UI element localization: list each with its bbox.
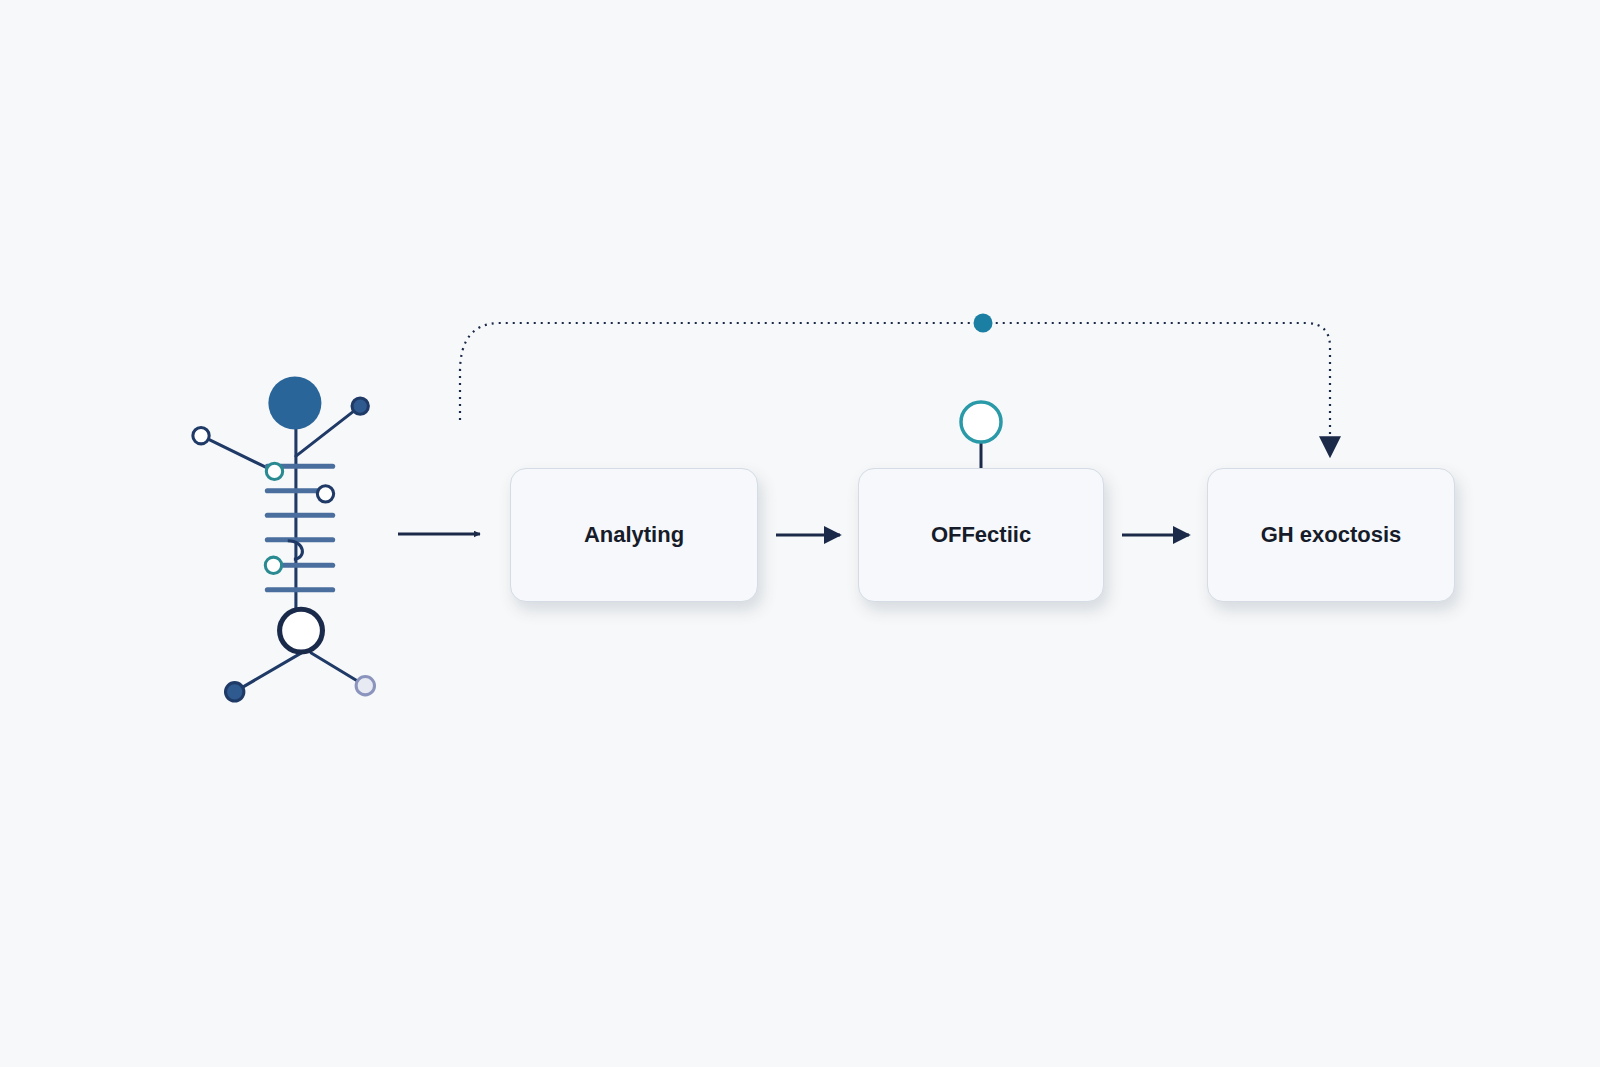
process-box: GH exoctosis — [1207, 468, 1455, 602]
pin-circle — [961, 402, 1001, 442]
box-label: GH exoctosis — [1261, 522, 1402, 548]
dashed-bypass-line — [460, 323, 1330, 456]
pin-stem — [980, 443, 983, 469]
process-box: Analyting — [510, 468, 758, 602]
junction-dot — [974, 314, 993, 333]
molecule-icon — [193, 377, 375, 701]
input-arrow — [398, 533, 480, 536]
box-label: Analyting — [584, 522, 684, 548]
box-label: OFFectiic — [931, 522, 1031, 548]
flow-arrow — [776, 534, 840, 537]
process-box: OFFectiic — [858, 468, 1104, 602]
flow-arrow — [1122, 534, 1189, 537]
